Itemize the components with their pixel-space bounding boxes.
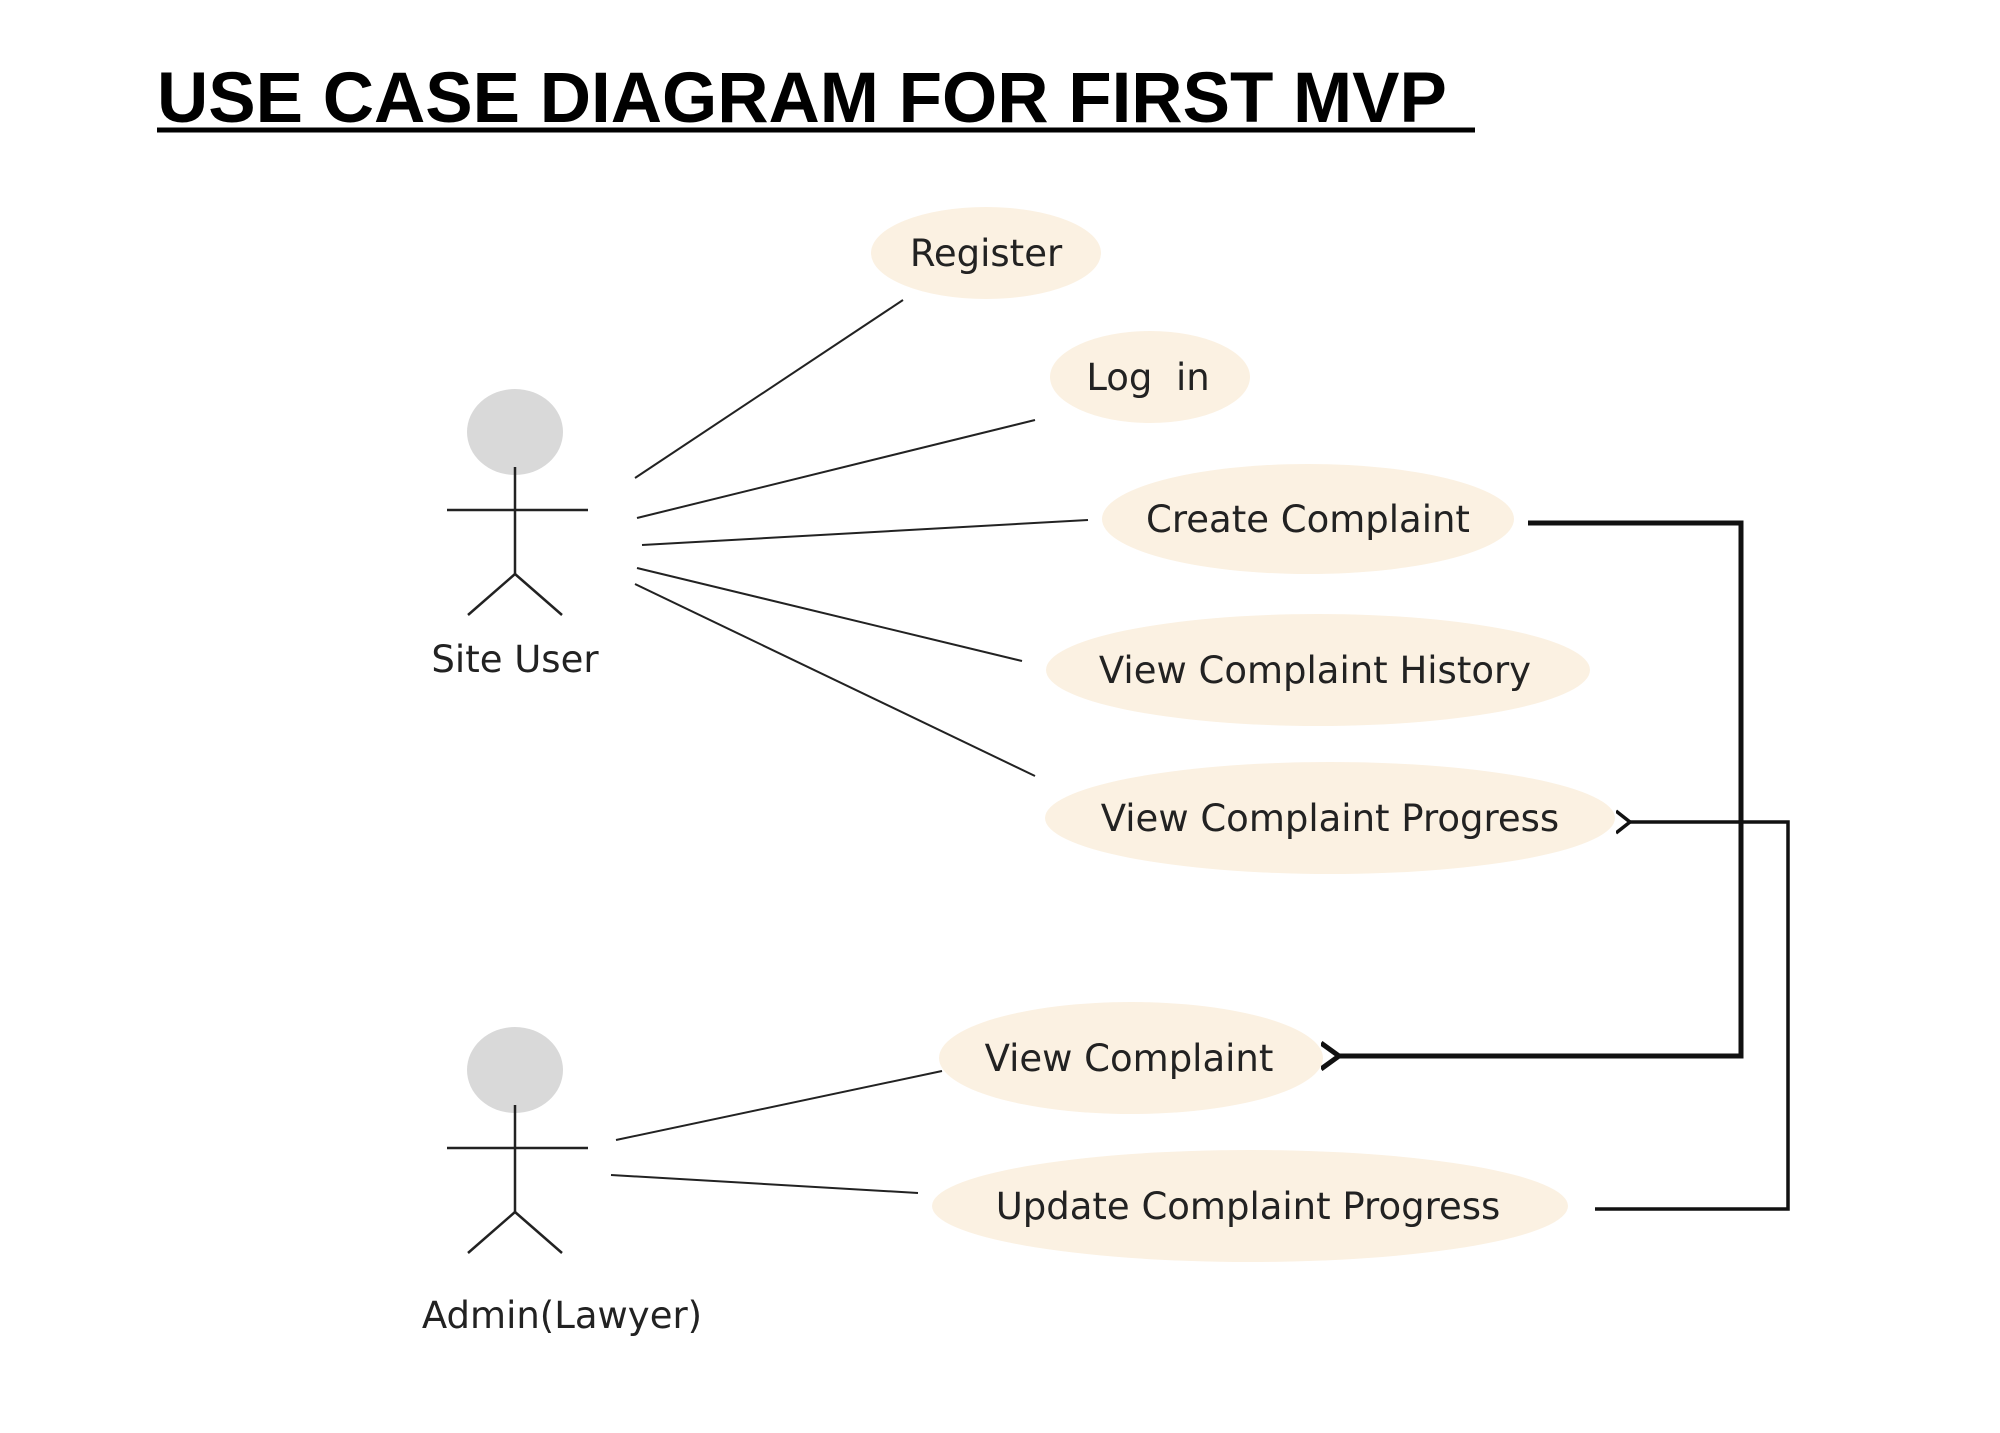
use-case-update-complaint-progress-label: Update Complaint Progress (996, 1185, 1501, 1228)
use-case-view-complaint-history-shape (1046, 614, 1590, 726)
use-case-view-complaint-shape (939, 1002, 1323, 1114)
actor-head-icon (467, 389, 563, 475)
association-line-site-user-register (634, 299, 904, 479)
actor-admin-lawyer[interactable]: Admin(Lawyer) (422, 1027, 702, 1337)
association-line-site-user-create-complaint (641, 519, 1089, 546)
use-case-view-complaint[interactable]: View Complaint (939, 1002, 1323, 1114)
use-case-view-complaint-history[interactable]: View Complaint History (1046, 614, 1590, 726)
actor-head-icon (467, 1027, 563, 1113)
association-line-site-user-login (636, 419, 1036, 519)
use-case-create-complaint[interactable]: Create Complaint (1102, 464, 1514, 574)
use-case-view-complaint-progress-shape (1045, 762, 1615, 874)
use-case-login[interactable]: Log in (1050, 331, 1250, 423)
use-case-create-complaint-label: Create Complaint (1146, 498, 1470, 541)
use-case-create-complaint-shape (1102, 464, 1514, 574)
use-case-view-complaint-progress[interactable]: View Complaint Progress (1045, 762, 1615, 874)
actor-right-leg (514, 573, 563, 616)
actor-left-leg (467, 1211, 516, 1254)
actor-left-leg (467, 573, 516, 616)
use-case-login-shape (1050, 331, 1250, 423)
association-line-admin-view-complaint (615, 1070, 943, 1141)
use-case-view-complaint-progress-label: View Complaint Progress (1101, 797, 1559, 840)
association-line-admin-update-complaint-progress (610, 1174, 919, 1194)
flow-arrow-create-to-view-complaint (1339, 520, 1744, 1056)
use-case-login-label: Log in (1086, 356, 1209, 399)
association-line-site-user-view-complaint-history (636, 567, 1023, 662)
association-line-site-user-view-complaint-progress (634, 583, 1036, 777)
use-case-register[interactable]: Register (871, 207, 1101, 299)
actor-right-leg (514, 1211, 563, 1254)
use-case-update-complaint-progress[interactable]: Update Complaint Progress (932, 1150, 1568, 1262)
flow-arrow-update-to-view-progress (1595, 822, 1790, 1211)
use-case-register-shape (871, 207, 1101, 299)
use-case-update-complaint-progress-shape (932, 1150, 1568, 1262)
use-case-view-complaint-history-label: View Complaint History (1099, 649, 1531, 692)
use-case-register-label: Register (910, 232, 1063, 275)
diagram-title: USE CASE DIAGRAM FOR FIRST MVP (157, 59, 1447, 138)
actor-admin-lawyer-label: Admin(Lawyer) (422, 1294, 702, 1337)
use-case-view-complaint-label: View Complaint (985, 1037, 1274, 1080)
actor-site-user[interactable]: Site User (431, 389, 599, 681)
actor-site-user-label: Site User (431, 638, 599, 681)
